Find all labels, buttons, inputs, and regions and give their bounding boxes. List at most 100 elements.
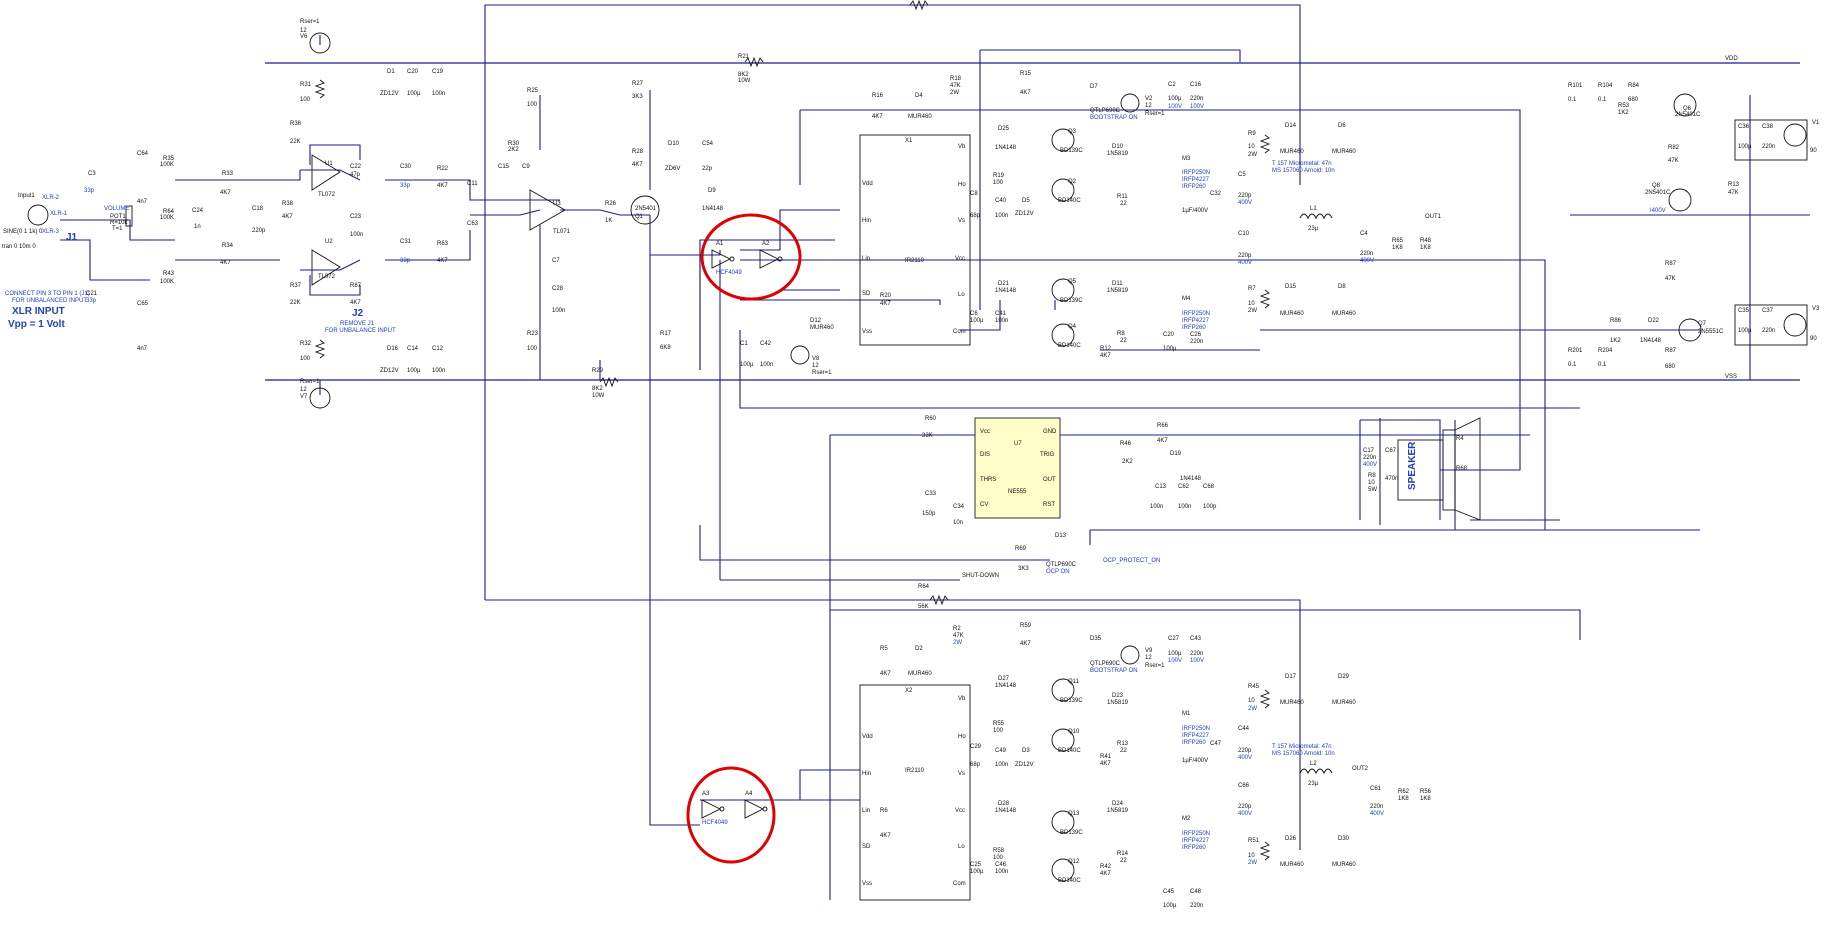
power-section: VDD VSS R101 0.1 R104 0.1 R84 680 R53 1K… — [1568, 56, 1820, 380]
d1-label: D1 — [387, 69, 395, 75]
r55-value: 100 — [993, 728, 1004, 734]
v8-value: 12 — [812, 363, 819, 369]
sine-label: SINE(0 1 1k) 0 — [3, 229, 43, 235]
d14-label: D14 — [1285, 123, 1297, 129]
ind-note1a: T 157 Micrometal: 47n — [1272, 161, 1332, 167]
output-stage-1: R9 10 2W C5 220p 400V C10 220p 400V R7 1… — [1238, 123, 1442, 317]
remove-j1: REMOVE J1 — [340, 321, 375, 327]
d29-value: MUR460 — [1332, 700, 1356, 706]
r13-label: R13 — [1728, 182, 1740, 188]
q5-type: BD139C — [1060, 298, 1083, 304]
r34-value: 4K7 — [220, 260, 231, 266]
c20-value: 100µ — [407, 91, 421, 97]
x1-transistors: Q3 BD139C Q2 BD140C Q5 BD139C Q4 BD140C … — [1051, 82, 1222, 359]
r87-label: R87 — [350, 283, 362, 289]
c42-value: 100n — [760, 362, 773, 368]
c65-label: C65 — [137, 301, 149, 307]
c3-label: C3 — [88, 171, 96, 177]
c22-value: 47p — [350, 172, 361, 178]
c45-value: 100µ — [1163, 903, 1177, 909]
c10-value: 220p — [1238, 253, 1252, 259]
spk-r8-value: 10 — [1368, 480, 1375, 486]
c49-label: C49 — [995, 748, 1007, 754]
q3-type: BD139C — [1060, 148, 1083, 154]
d3-value: ZD12V — [1015, 762, 1034, 768]
r2-watt: 2W — [953, 640, 962, 646]
r64b-label: R64 — [918, 584, 930, 590]
c26-value: 220n — [1190, 339, 1203, 345]
d2-value: MUR460 — [908, 671, 932, 677]
c4-value: 220n — [1360, 251, 1373, 257]
ind-note2b: MS 157060 Arnold: 10n — [1272, 751, 1335, 757]
c62-label: C62 — [1178, 484, 1190, 490]
c20b-value: 100µ — [1163, 346, 1177, 352]
c28-label: C28 — [552, 286, 564, 292]
d10-label: D10 — [668, 141, 680, 147]
c19-value: 100n — [432, 91, 445, 97]
c31-value: 33p — [400, 258, 411, 264]
c61-value: 220n — [1370, 804, 1383, 810]
r5-value: 4K7 — [880, 671, 891, 677]
v6-rser: Rser=1 — [300, 19, 320, 25]
c67-value: 470n — [1385, 476, 1398, 482]
q11-label: Q11 — [1068, 679, 1080, 685]
r36-value: 22K — [290, 139, 301, 145]
r31-value: 100 — [300, 97, 311, 103]
d8-label: D8 — [1338, 284, 1346, 290]
d27-value: 1N4148 — [995, 683, 1017, 689]
l2-value: 23µ — [1308, 781, 1319, 787]
q10-type: BD140C — [1058, 748, 1081, 754]
c41-value: 100n — [995, 318, 1008, 324]
r204-label: R204 — [1598, 348, 1613, 354]
x2-pin-hin: Hin — [862, 771, 871, 777]
r42-label: R42 — [1100, 864, 1112, 870]
q1-stage: 2N5401 Q1 R27 3K3 R28 4K7 R26 1K R17 6K8… — [592, 54, 751, 399]
ir2110-x1: X1 IR2110 Vdd Hin Lin SD Vss Vb Ho Vs Vc… — [859, 134, 971, 346]
ind-note1b: MS 157060 Arnold: 10n — [1272, 168, 1335, 174]
c10-label: C10 — [1238, 231, 1250, 237]
v7-value: 12 — [300, 387, 307, 393]
c66-label: C66 — [1238, 783, 1250, 789]
x1-type: IR2110 — [905, 258, 925, 264]
d28-value: 1N4148 — [995, 808, 1017, 814]
c25-value: 100µ — [970, 869, 984, 875]
d3-label: D3 — [1022, 748, 1030, 754]
m4-label: M4 — [1182, 296, 1191, 302]
q11-type: BD139C — [1060, 698, 1083, 704]
gate-hcf-bot: HCF4049 — [702, 820, 728, 826]
c29-label: C29 — [970, 744, 982, 750]
c13-value: 100n — [1150, 504, 1163, 510]
c43-value: 220n — [1190, 651, 1203, 657]
c25-label: C25 — [970, 862, 982, 868]
c32-label: C32 — [1210, 191, 1222, 197]
x1-pin-sd: SD — [862, 291, 871, 297]
spk-r8-watt: 5W — [1368, 487, 1377, 493]
r65-value: 1K8 — [1392, 245, 1403, 251]
x1-pin-hin: Hin — [862, 218, 871, 224]
q6-label: Q6 — [1683, 106, 1692, 112]
r65-label: R65 — [1392, 238, 1404, 244]
q13-label: Q13 — [1068, 811, 1080, 817]
c32-value: 1µF/400V — [1182, 208, 1208, 214]
c54-value: 22p — [702, 166, 713, 172]
v9-value: 12 — [1145, 655, 1152, 661]
r46-value: 2K2 — [1122, 459, 1133, 465]
c24-label: C24 — [192, 208, 204, 214]
c26-label: C26 — [1190, 332, 1202, 338]
d10b-value: 1N5819 — [1107, 151, 1129, 157]
shutdown-label: SHUT-DOWN — [962, 573, 999, 579]
x1-label: X1 — [905, 138, 913, 144]
d28-label: D28 — [998, 801, 1010, 807]
c40-value: 100n — [995, 213, 1008, 219]
r64-value: 100K — [160, 215, 174, 221]
c2-value: 100µ — [1168, 96, 1182, 102]
ir2110-x2: X2 IR2110 Vdd Hin Lin SD Vss Vb Ho Vs Vc… — [859, 684, 971, 901]
x2-pin-vs: Vs — [958, 771, 965, 777]
m2-type1: IRFP250N — [1182, 831, 1210, 837]
input-section: Input1 SINE(0 1 1k) 0 tran 0 10m 0 XLR-2… — [2, 82, 312, 362]
c5-label: C5 — [1238, 172, 1246, 178]
c38-value: 220n — [1762, 144, 1775, 150]
c36-label: C36 — [1738, 124, 1750, 130]
r30-value: 2K2 — [508, 147, 519, 153]
r13-value: 47K — [1728, 190, 1739, 196]
